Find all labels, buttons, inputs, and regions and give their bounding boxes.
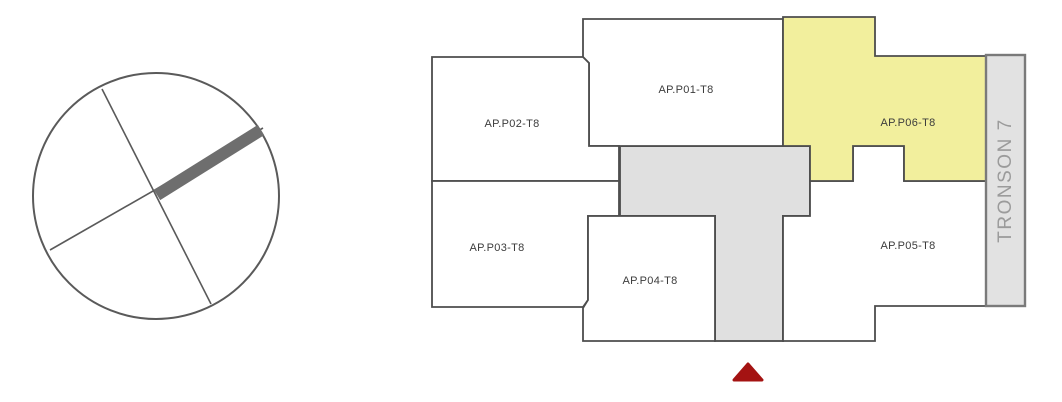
tronson-bar-shape (984, 53, 1027, 308)
tronson-bar-label: TRONSON 7 (995, 118, 1016, 242)
unit-ap-p01-shape[interactable] (582, 18, 784, 147)
unit-ap-p04[interactable]: AP.P04-T8 (582, 215, 716, 342)
segment-divider-line-1 (101, 88, 212, 305)
building-overview-compass (32, 72, 280, 320)
entrance-marker-icon (732, 362, 764, 382)
tronson-bar: TRONSON 7 (984, 53, 1027, 308)
unit-ap-p01[interactable]: AP.P01-T8 (582, 18, 784, 147)
floor-plan: AP.P01-T8 AP.P02-T8 AP.P03-T8 AP.P04-T8 … (431, 16, 1027, 382)
unit-ap-p04-shape[interactable] (582, 215, 716, 342)
unit-ap-p06-shape[interactable] (782, 16, 987, 182)
selected-tronson-segment[interactable] (153, 124, 265, 201)
